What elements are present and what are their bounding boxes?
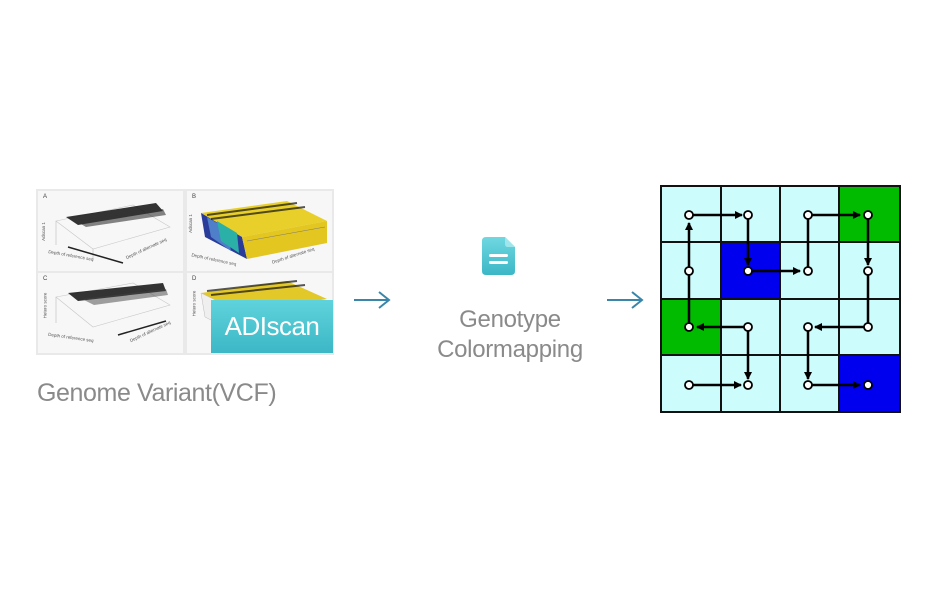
plot-panel-b: B Depth of reference seq Depth of altern… <box>187 191 332 271</box>
axis-label-z: Hetero score <box>42 292 48 319</box>
panel-letter: C <box>43 276 48 282</box>
panel-c-surface <box>55 282 171 336</box>
genome-variant-caption: Genome Variant(VCF) <box>37 379 277 407</box>
path-nodes <box>684 210 873 390</box>
panel-letter: D <box>192 276 197 282</box>
genotype-label: Genotype <box>459 306 561 333</box>
grid-lines <box>660 185 901 413</box>
axis-label-z: Adscan 1 <box>40 222 46 241</box>
right-arrow-icon <box>607 291 644 309</box>
axis-label-z: Hetero score <box>191 290 197 317</box>
panel-a-surface <box>55 203 171 264</box>
panel-letter: B <box>192 194 197 200</box>
axis-label-z: Adscan 1 <box>187 214 193 233</box>
panel-b-surface <box>201 201 327 259</box>
genotype-color-grid <box>660 185 901 413</box>
plot-panel-a: A Depth of reference seq Depth of altern… <box>38 191 183 271</box>
scatter-plot-thumbnails: A Depth of reference seq Depth of altern… <box>36 189 334 355</box>
document-icon <box>482 237 515 275</box>
adiscan-badge: ADIscan <box>211 300 333 353</box>
path-arrows <box>685 211 872 389</box>
right-arrow-icon <box>354 291 391 309</box>
colormapping-label: Colormapping <box>437 336 583 363</box>
plot-panel-c: C Depth of reference seq Depth of altern… <box>38 273 183 353</box>
panel-letter: A <box>43 194 48 200</box>
